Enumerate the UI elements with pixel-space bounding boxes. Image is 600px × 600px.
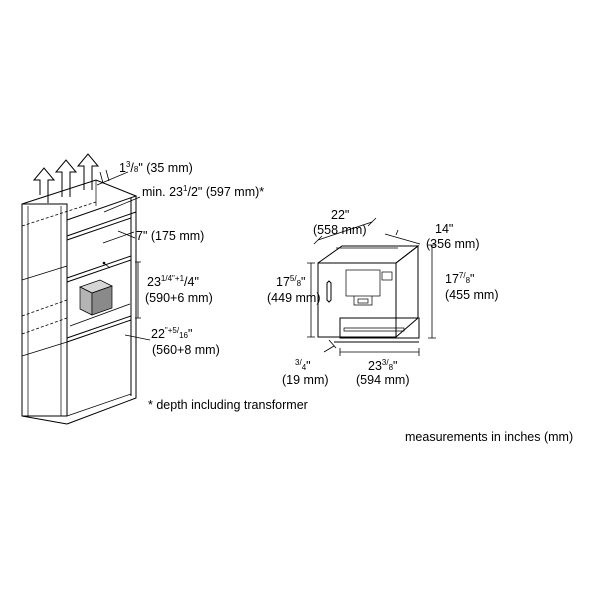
units-note: measurements in inches (mm) (405, 430, 573, 444)
cabinet-dimension-lines (69, 169, 151, 341)
total-height-mm-label: (455 mm) (445, 288, 498, 302)
transformer-box-icon (79, 279, 113, 316)
niche-height-label: 231/4"+1/4" (147, 274, 199, 289)
depth-inch-label: 14" (435, 222, 453, 236)
appliance-dimension-lines (307, 217, 436, 356)
airflow-arrows-icon (32, 153, 100, 203)
front-height-mm-label: (449 mm) (267, 291, 320, 305)
width-mm-label: (558 mm) (313, 223, 366, 237)
panel-width-label: 233/8" (368, 358, 397, 373)
panel-width-mm-label: (594 mm) (356, 373, 409, 387)
panel-mm-label: (19 mm) (282, 373, 329, 387)
footnote: * depth including transformer (148, 398, 308, 412)
top-gap-label: 13/8" (35 mm) (119, 160, 193, 175)
niche-width-mm-label: (560+8 mm) (152, 343, 220, 357)
niche-width-label: 22"+5/16" (151, 326, 192, 341)
niche-height-mm-label: (590+6 mm) (145, 291, 213, 305)
rail-label: 7" (175 mm) (136, 229, 204, 243)
total-height-label: 177/8" (445, 271, 474, 286)
min-depth-label: min. 231/2" (597 mm)* (142, 184, 264, 199)
coffee-machine-unit (317, 244, 420, 343)
front-height-label: 175/8" (276, 274, 305, 289)
tall-cabinet (21, 179, 138, 425)
panel-label: 3/4" (295, 358, 311, 373)
width-inch-label: 22" (331, 208, 349, 222)
depth-mm-label: (356 mm) (426, 237, 479, 251)
